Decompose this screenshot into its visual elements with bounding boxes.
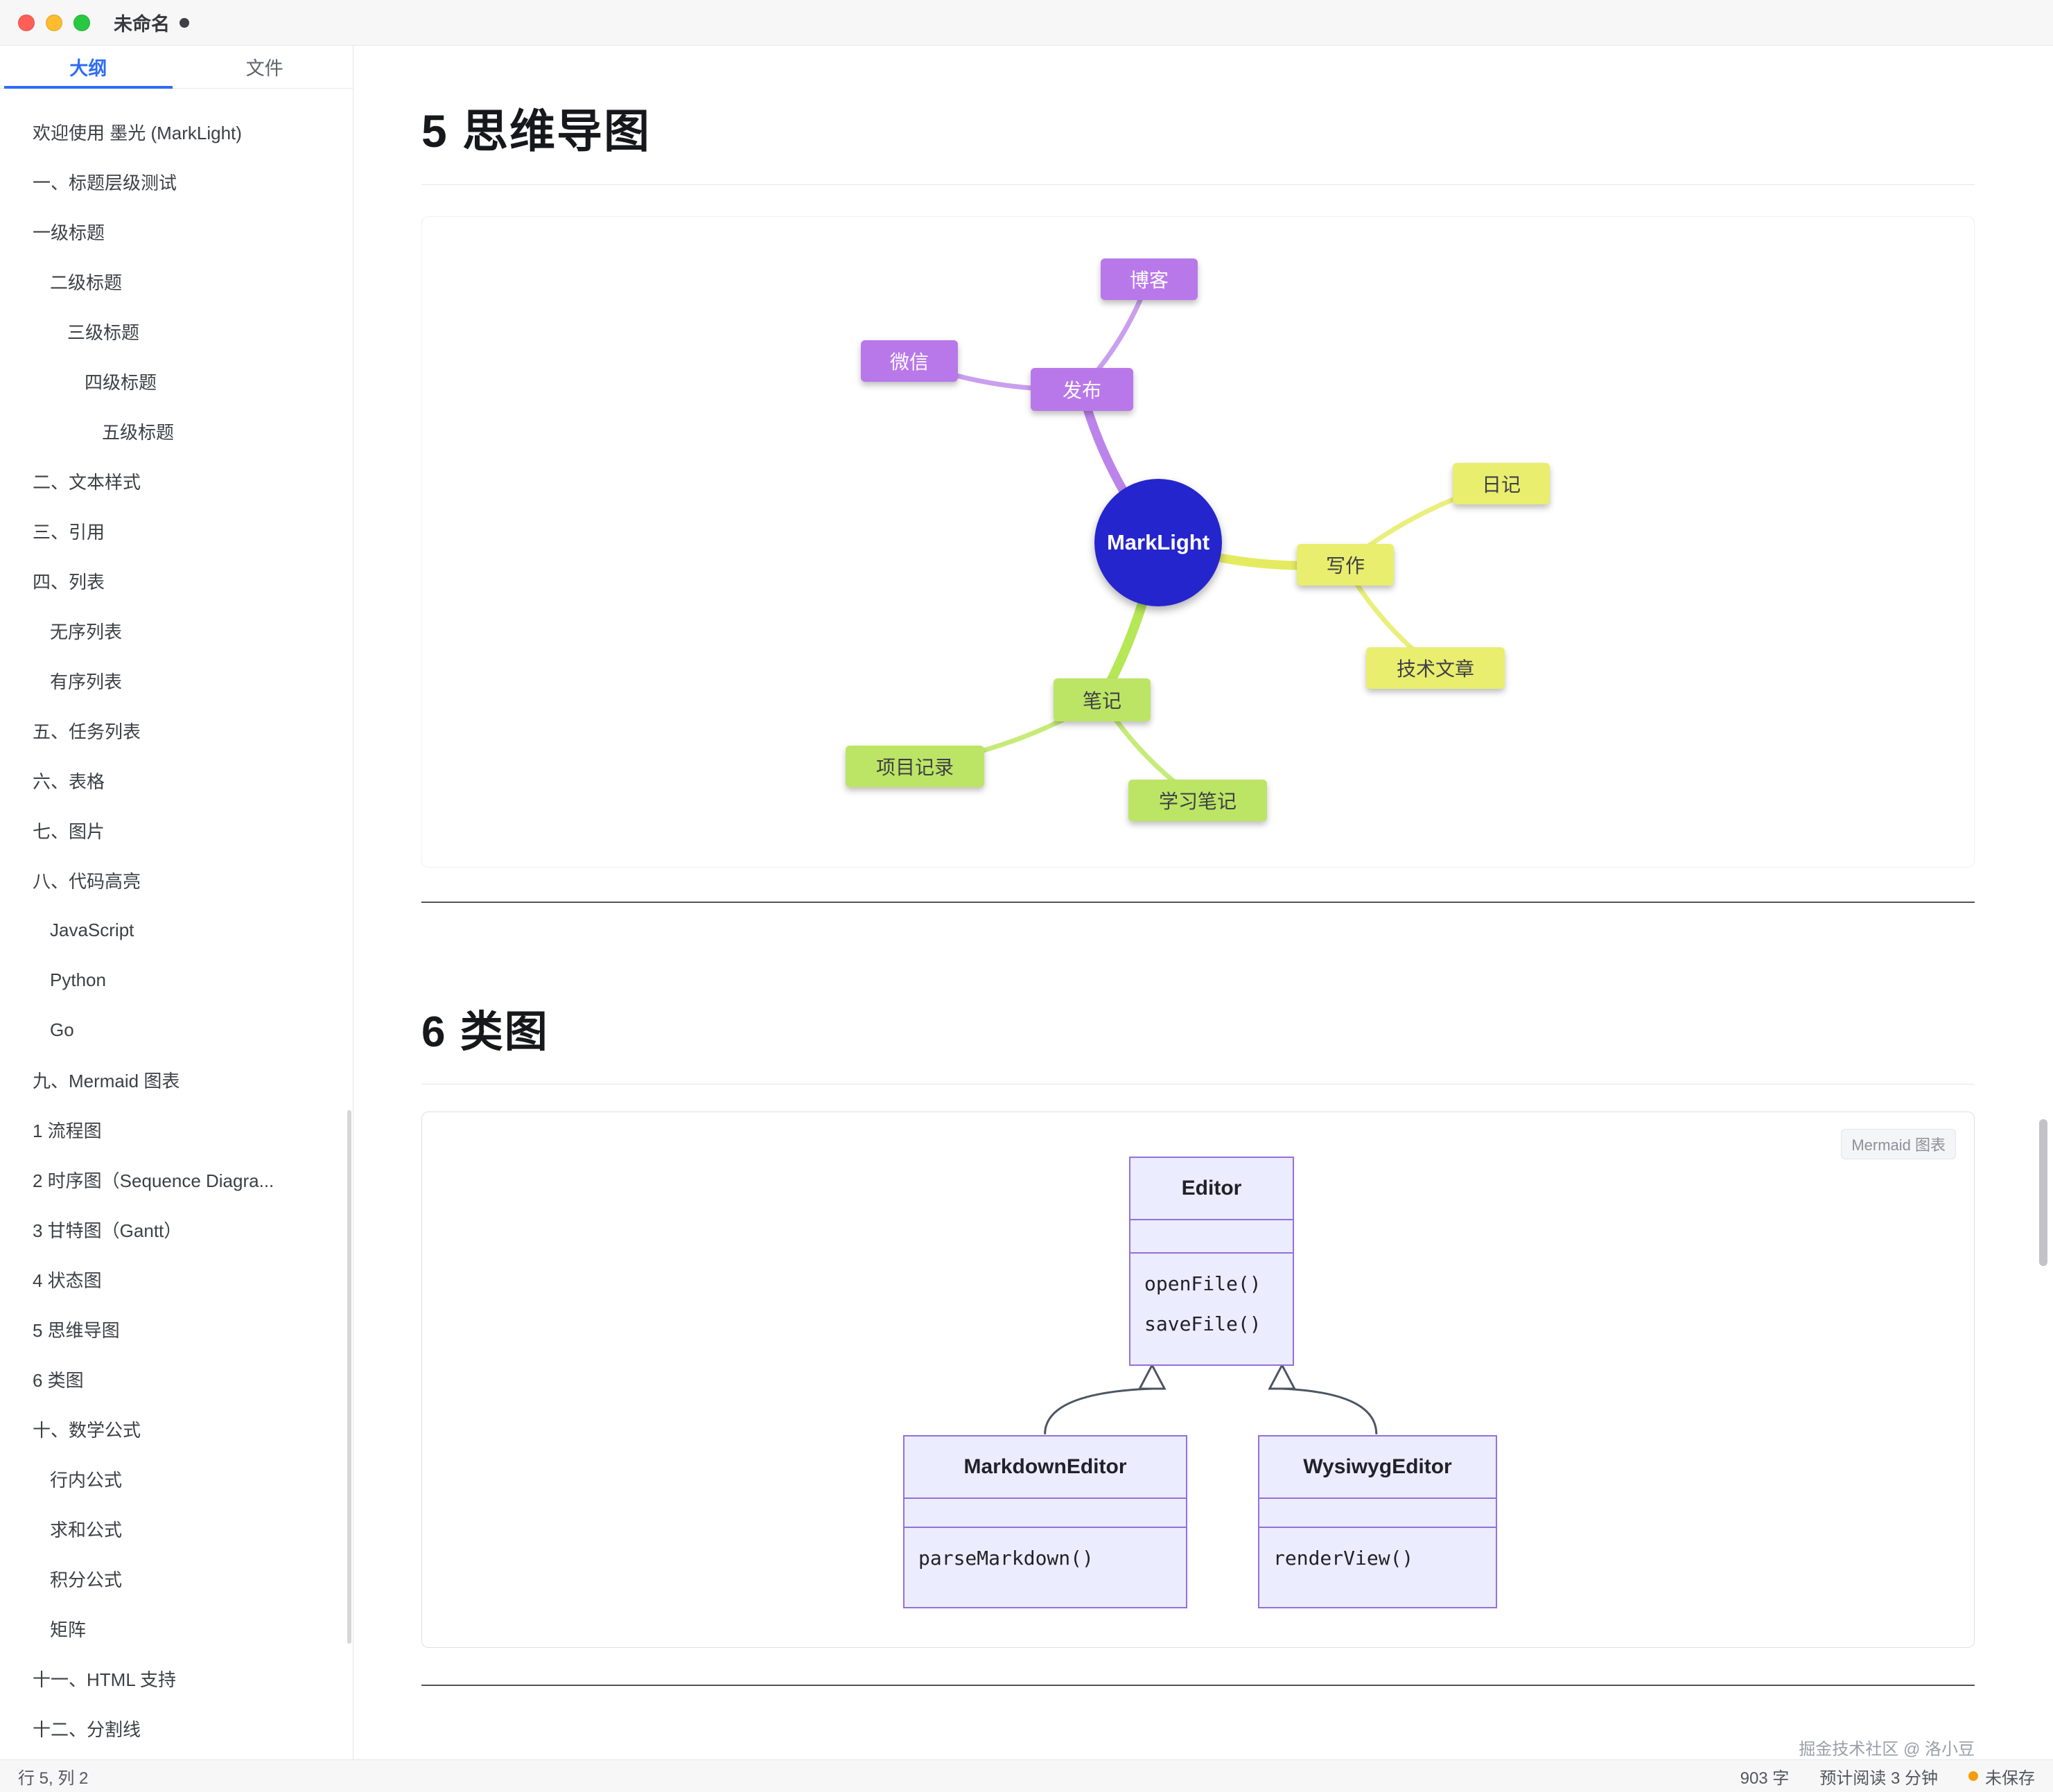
sidebar: 大纲 文件 欢迎使用 墨光 (MarkLight) 一、标题层级测试一级标题二级标…	[0, 46, 353, 1759]
mindmap-node-biji: 笔记	[1054, 678, 1151, 721]
outline-item[interactable]: 八、代码高亮	[33, 870, 141, 892]
mindmap-node-xiezuo: 写作	[1297, 544, 1394, 586]
outline-item[interactable]: 七、图片	[33, 820, 105, 842]
section-heading-classdiagram: 6 类图	[421, 996, 1975, 1084]
outline-item[interactable]: 矩阵	[50, 1619, 87, 1640]
close-window-button[interactable]	[18, 14, 35, 31]
outline-item[interactable]: 积分公式	[50, 1569, 123, 1590]
mindmap-diagram: MarkLight 发布 微信 博客写作 日记技术文章笔记项目记录学习笔记	[421, 216, 1975, 868]
mindmap-node-root: MarkLight	[1094, 479, 1222, 606]
mindmap-node-riji: 日记	[1453, 463, 1550, 504]
word-count: 903 字	[1740, 1768, 1790, 1788]
outline-item[interactable]: JavaScript	[50, 919, 134, 940]
class-attributes-compartment	[905, 1499, 1186, 1528]
outline-item[interactable]: 有序列表	[50, 671, 123, 692]
titlebar: 未命名	[0, 0, 2053, 46]
outline-item[interactable]: 求和公式	[50, 1519, 123, 1540]
save-status-label: 未保存	[1985, 1768, 2035, 1788]
unsaved-status-dot	[1968, 1771, 1978, 1781]
class-attributes-compartment	[1259, 1499, 1496, 1528]
class-box-markdowneditor: MarkdownEditor parseMarkdown()	[903, 1435, 1187, 1608]
mindmap-node-jishuwenzhang: 技术文章	[1366, 647, 1505, 689]
outline-item[interactable]: 四级标题	[85, 371, 157, 393]
outline-item[interactable]: 5 思维导图	[33, 1319, 120, 1341]
class-methods-compartment: renderView()	[1259, 1528, 1496, 1578]
tab-outline[interactable]: 大纲	[0, 46, 177, 89]
outline-item[interactable]: 十一、HTML 支持	[33, 1669, 177, 1690]
zoom-window-button[interactable]	[73, 14, 90, 31]
class-method: openFile()	[1144, 1272, 1261, 1295]
preview-pane: 5 思维导图 MarkLight 发布 微信 博客写作 日记技术文章笔记项目记录学习笔记…	[354, 46, 2053, 1759]
outline-item[interactable]: 6 类图	[33, 1369, 84, 1391]
outline-item[interactable]: 十二、分割线	[33, 1719, 141, 1740]
class-box-editor: Editor openFile() saveFile()	[1129, 1157, 1294, 1366]
outline-item[interactable]: 三级标题	[67, 322, 140, 343]
reading-time: 预计阅读 3 分钟	[1819, 1768, 1938, 1788]
class-method: renderView()	[1273, 1546, 1414, 1570]
horizontal-divider-bottom	[421, 1685, 1975, 1686]
unsaved-indicator-dot	[180, 17, 189, 28]
statusbar-right: 903 字 预计阅读 3 分钟 未保存	[1740, 1764, 2035, 1789]
class-diagram-arrows	[1044, 1362, 1378, 1434]
outline-item[interactable]: Go	[50, 1019, 74, 1040]
class-attributes-compartment	[1130, 1220, 1293, 1254]
outline-item[interactable]: 六、表格	[33, 771, 105, 792]
window-title: 未命名	[114, 14, 170, 35]
outline-item[interactable]: 四、列表	[33, 571, 105, 592]
outline-item[interactable]: 行内公式	[50, 1469, 123, 1491]
class-name: WysiwygEditor	[1259, 1437, 1496, 1499]
tab-files[interactable]: 文件	[245, 58, 283, 79]
save-status: 未保存	[1968, 1764, 2035, 1789]
minimize-window-button[interactable]	[46, 14, 62, 31]
outline-item[interactable]: 无序列表	[50, 621, 123, 642]
class-diagram: Mermaid 图表 Editor openFile() saveFile() Mar…	[421, 1112, 1975, 1648]
outline-item[interactable]: 3 甘特图（Gantt）	[33, 1220, 182, 1241]
watermark: 掘金技术社区 @ 洛小豆	[1799, 1740, 1975, 1759]
mermaid-badge: Mermaid 图表	[1841, 1129, 1956, 1159]
main-scrollbar[interactable]	[2039, 1119, 2047, 1266]
class-method: saveFile()	[1144, 1312, 1261, 1335]
outline-item[interactable]: 二、文本样式	[33, 471, 141, 493]
class-box-wysiwygeditor: WysiwygEditor renderView()	[1258, 1435, 1497, 1608]
outline-item[interactable]: Python	[50, 969, 106, 990]
outline-item[interactable]: 三、引用	[33, 521, 105, 543]
class-method: parseMarkdown()	[918, 1546, 1094, 1570]
cursor-position: 行 5, 列 2	[18, 1768, 89, 1788]
mindmap-node-weixin: 微信	[861, 340, 958, 382]
traffic-lights	[0, 14, 90, 31]
section-heading-mindmap: 5 思维导图	[421, 94, 1975, 185]
class-name: MarkdownEditor	[905, 1437, 1186, 1499]
mindmap-node-xuexibiji: 学习笔记	[1128, 780, 1267, 821]
outline-item[interactable]: 欢迎使用 墨光 (MarkLight)	[33, 122, 242, 143]
outline-item[interactable]: 4 状态图	[33, 1270, 102, 1291]
mindmap-node-xiangmujilu: 项目记录	[846, 746, 984, 787]
class-name: Editor	[1130, 1158, 1293, 1220]
outline-item[interactable]: 十、数学公式	[33, 1419, 141, 1441]
sidebar-scrollbar[interactable]	[347, 1110, 351, 1644]
outline-item[interactable]: 2 时序图（Sequence Diagra...	[33, 1170, 274, 1191]
outline-item[interactable]: 五级标题	[102, 421, 175, 443]
mindmap-node-fabu: 发布	[1031, 368, 1133, 411]
outline-item[interactable]: 九、Mermaid 图表	[33, 1070, 180, 1091]
sidebar-tabs: 大纲 文件	[0, 46, 353, 89]
horizontal-divider	[421, 902, 1975, 903]
outline-item[interactable]: 1 流程图	[33, 1120, 102, 1141]
class-methods-compartment: parseMarkdown()	[905, 1528, 1186, 1578]
outline-item[interactable]: 一级标题	[33, 222, 105, 243]
outline-item[interactable]: 一、标题层级测试	[33, 172, 177, 193]
statusbar: 行 5, 列 2 903 字 预计阅读 3 分钟 未保存	[0, 1759, 2053, 1792]
outline-item[interactable]: 五、任务列表	[33, 721, 141, 742]
window-title-wrap: 未命名	[114, 9, 189, 36]
mindmap-node-boke: 博客	[1101, 258, 1198, 300]
class-methods-compartment: openFile() saveFile()	[1130, 1254, 1293, 1344]
outline-list: 欢迎使用 墨光 (MarkLight) 一、标题层级测试一级标题二级标题三级标题四…	[0, 89, 353, 1759]
outline-item[interactable]: 二级标题	[50, 272, 123, 293]
